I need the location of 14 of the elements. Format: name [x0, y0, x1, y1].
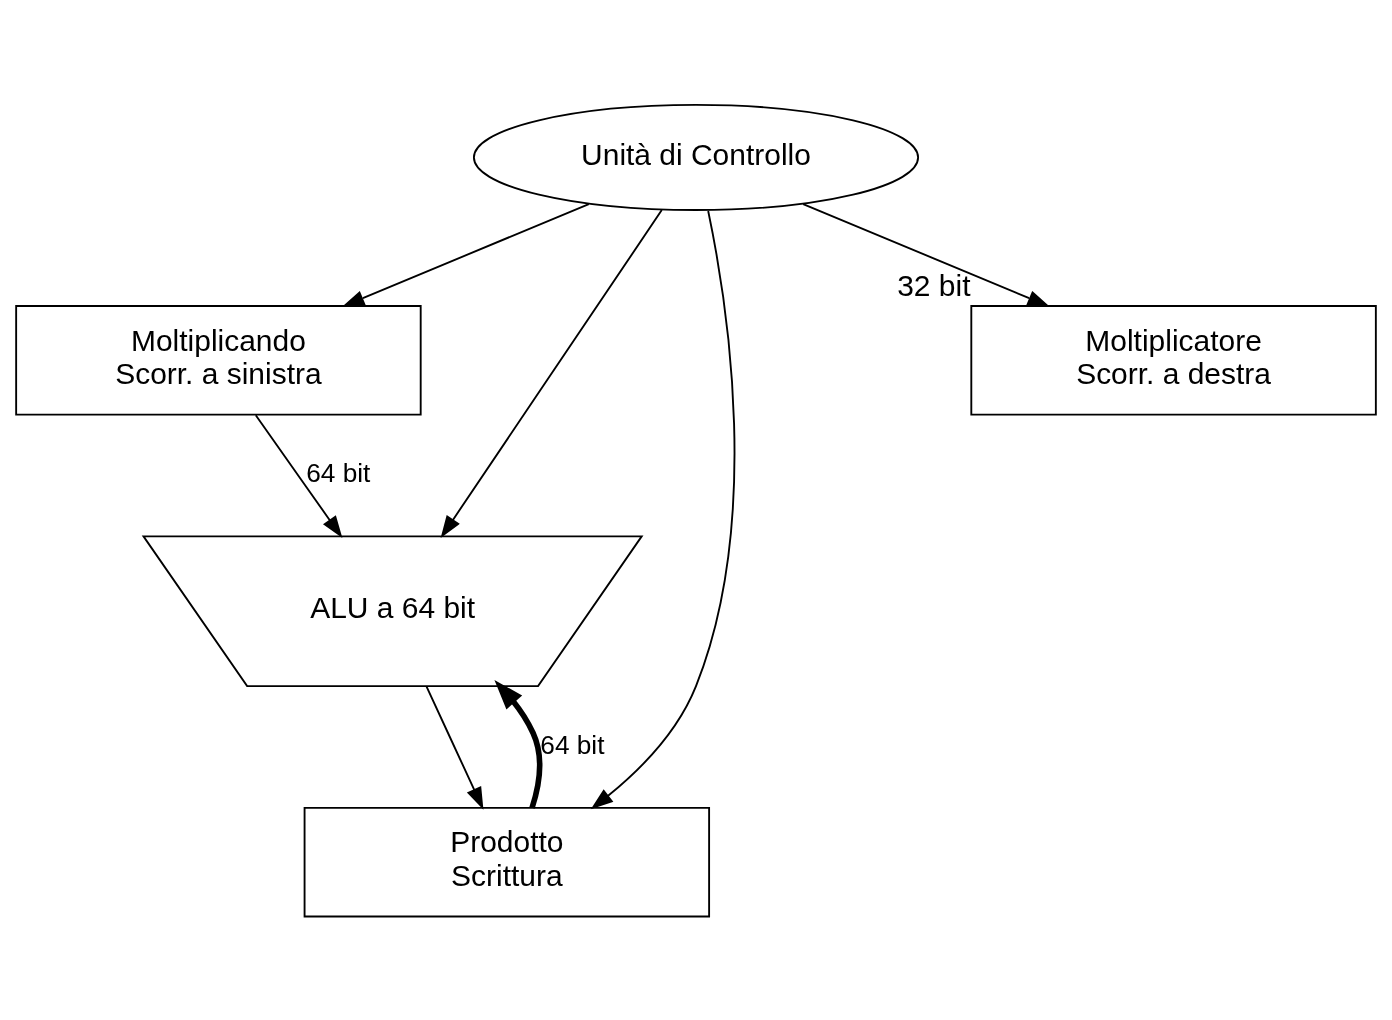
node-ellipse: Unità di Controllo: [472, 103, 920, 211]
node-label: 32 bit: [897, 268, 971, 302]
arrow: [494, 679, 543, 809]
arrow: [342, 202, 590, 307]
node-box: Prodotto Scrittura: [303, 806, 711, 917]
arrow: [425, 685, 484, 810]
edge-label: 64 bit: [540, 729, 605, 760]
arrow: [440, 208, 663, 538]
edge-label: 64 bit: [306, 457, 371, 488]
arrow: [590, 209, 736, 809]
node-box: Moltiplicando Scorr. a sinistra: [15, 304, 422, 415]
arrow: [254, 413, 343, 538]
node-box: Moltiplicatore Scorr. a destra: [970, 304, 1377, 415]
arrow: [802, 202, 1050, 307]
